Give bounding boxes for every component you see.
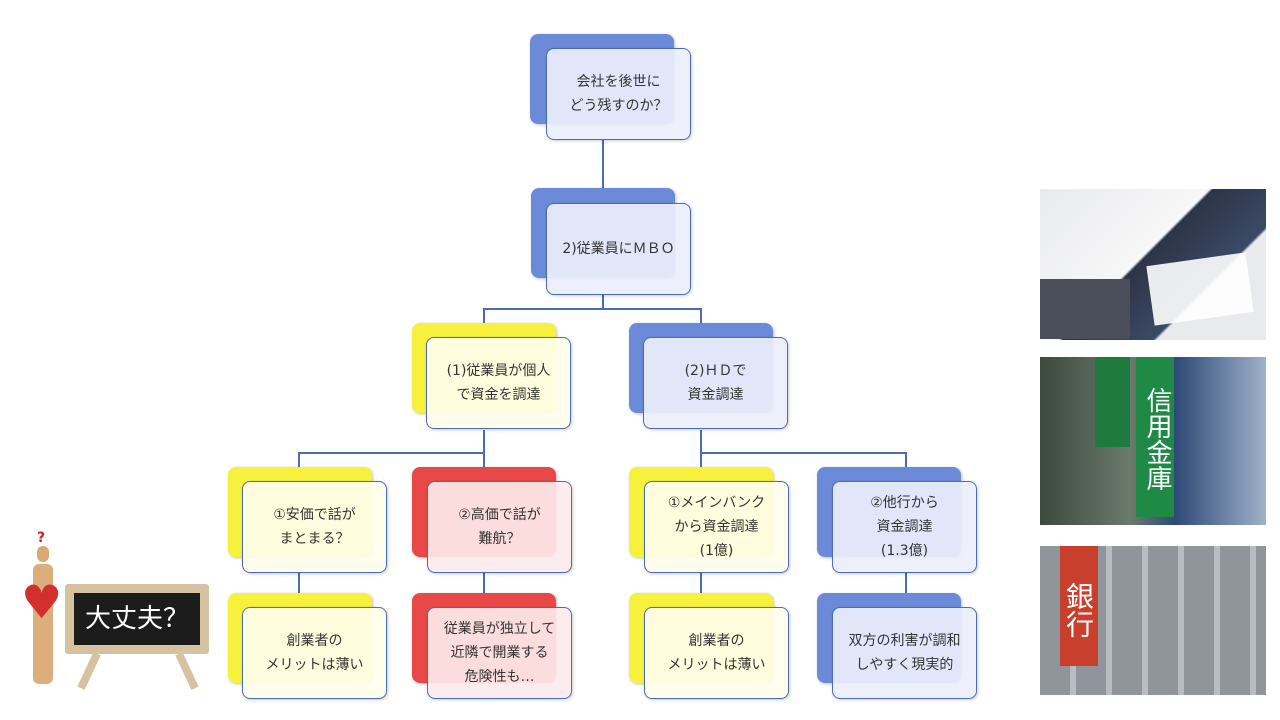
photo-credit-union: 信用金庫 [1040,357,1266,525]
connector [483,430,485,482]
node-main-bank: ①メインバンク から資金調達 (1億) [644,481,789,573]
heart-icon: ♥ [21,575,63,629]
connector [298,452,484,454]
connector [483,308,701,310]
node-other-bank: ②他行から 資金調達 (1.3億) [832,481,977,573]
connector [602,140,604,203]
bank-sign: 銀行 [1060,546,1098,666]
node-hd-funding: (2)ＨＤで 資金調達 [643,337,788,429]
node-result-d: 双方の利害が調和 しやすく現実的 [832,607,977,699]
mannequin-illustration: ? ♥ 大丈夫？ [15,530,215,700]
connector [483,573,485,608]
node-personal-funding: (1)従業員が個人 で資金を調達 [426,337,571,429]
connector [700,452,906,454]
question-mark: ? [37,530,46,546]
node-mbo: 2)従業員にＭＢＯ [546,203,691,295]
node-result-c: 創業者の メリットは薄い [644,607,789,699]
board-text: 大丈夫？ [74,593,200,645]
connector [298,573,300,608]
chalkboard: 大丈夫？ [65,584,209,654]
node-low-price: ①安価で話が まとまる？ [242,481,387,573]
node-high-price: ②高価で話が 難航？ [427,481,572,573]
node-result-b: 従業員が独立して 近隣で開業する 危険性も… [427,607,572,699]
bank-sign: 信用金庫 [1136,357,1174,517]
node-result-a: 創業者の メリットは薄い [242,607,387,699]
connector [905,573,907,608]
connector [700,430,702,482]
connector [700,573,702,608]
node-root: 会社を後世に どう残すのか？ [546,48,691,140]
photo-bank: 銀行 [1040,546,1266,695]
connector [602,295,604,308]
photo-business-meeting [1040,189,1266,340]
